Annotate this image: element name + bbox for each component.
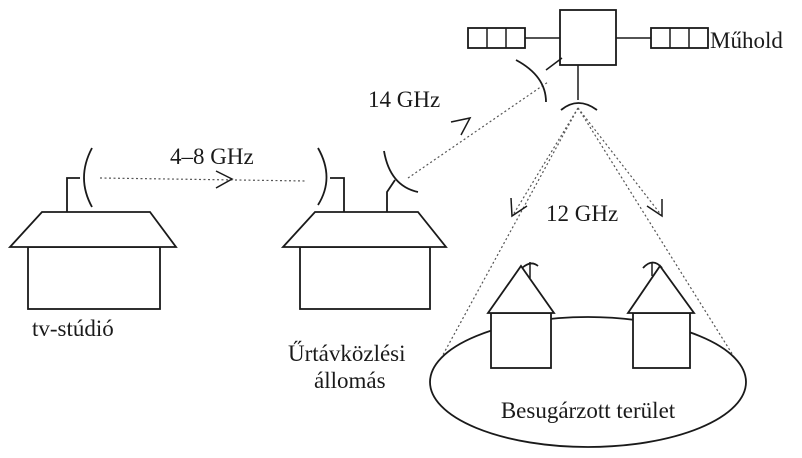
- house-1-dish-icon: [521, 262, 539, 269]
- studio-roof: [7, 211, 178, 248]
- receiving-house-1: [486, 262, 556, 369]
- satellite-receive-dish-icon: [515, 59, 547, 103]
- earth-station-building: [280, 147, 448, 310]
- right-solar-panel: [650, 27, 709, 49]
- coverage-edge-left: [438, 107, 579, 363]
- station-roof: [280, 211, 448, 248]
- left-solar-panel: [467, 27, 526, 49]
- station-label-line1: Űrtávközlési: [288, 340, 406, 366]
- studio-dish-icon: [83, 147, 93, 208]
- station-label-line2: állomás: [314, 368, 386, 393]
- coverage-area-ellipse: [429, 316, 747, 448]
- satellite-body: [559, 9, 617, 66]
- house-2-dish-icon: [642, 261, 663, 269]
- station-receive-dish-icon: [317, 147, 328, 206]
- station-uplink-dish-icon: [383, 150, 419, 193]
- downlink-beam-left: [512, 107, 579, 216]
- studio-label: tv-stúdió: [32, 316, 114, 341]
- station-wall: [299, 246, 431, 310]
- studio-wall: [27, 246, 161, 310]
- downlink-arrow-left-icon: [510, 197, 528, 218]
- receiving-house-2: [626, 261, 696, 369]
- downlink-frequency-label: 12 GHz: [546, 201, 618, 226]
- studio-antenna-mast: [66, 177, 80, 212]
- house-1-roof: [486, 264, 556, 314]
- link-frequency-label: 4–8 GHz: [170, 144, 254, 169]
- satellite: [467, 9, 709, 111]
- satellite-downlink-dish-icon: [560, 102, 598, 111]
- coverage-area-label: Besugárzott terület: [501, 398, 676, 423]
- station-receive-mast: [330, 177, 345, 212]
- coverage-edge-right: [577, 107, 737, 361]
- tv-studio-building: [7, 147, 178, 310]
- satellite-label: Műhold: [710, 28, 783, 53]
- house-1-wall: [490, 312, 552, 369]
- uplink-beam: [407, 81, 549, 179]
- link-arrow-icon: [215, 170, 234, 189]
- downlink-beam-right: [577, 107, 663, 217]
- downlink-arrow-right-icon: [646, 199, 663, 218]
- uplink-frequency-label: 14 GHz: [368, 87, 440, 112]
- house-2-roof: [626, 264, 696, 314]
- uplink-arrow-icon: [450, 116, 472, 136]
- terrestrial-link-beam: [99, 170, 307, 189]
- house-2-wall: [632, 312, 691, 369]
- downlink-beams: [438, 107, 737, 363]
- station-uplink-mast: [386, 179, 396, 212]
